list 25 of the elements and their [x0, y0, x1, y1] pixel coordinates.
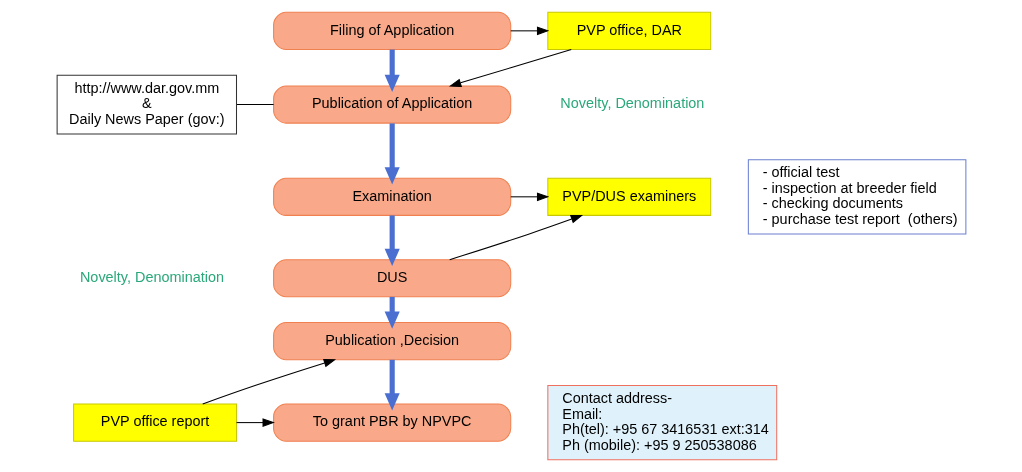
label: Novelty, Denomination [559, 95, 704, 112]
node-box: Filing of Application [272, 11, 511, 50]
node-box: To grant PBR by NPVPC [272, 403, 511, 442]
arrow [509, 192, 549, 202]
node-box: http://www.dar.gov.mm & Daily News Paper (gov:) [56, 74, 237, 135]
label: Novelty, Denomination [79, 269, 224, 286]
node-box: Publication ,Decision [272, 322, 511, 361]
arrow [384, 215, 400, 267]
node-box: PVP office report [72, 403, 237, 442]
node-box: Examination [272, 177, 511, 216]
arrow [235, 418, 275, 427]
connector [235, 104, 274, 106]
node-box: - official test - inspection at breeder field - checking documents - purchase test report (others) [747, 159, 966, 235]
arrow [448, 215, 583, 261]
arrow [448, 48, 572, 87]
node-box: PVP office, DAR [546, 11, 711, 50]
arrow [384, 359, 400, 411]
node-box: DUS [272, 259, 511, 298]
arrow [384, 123, 400, 185]
arrow [384, 49, 400, 92]
node-box: PVP/DUS examiners [546, 177, 711, 216]
node-box: Publication of Application [272, 85, 511, 124]
node-box: Contact address- Email: Ph(tel): +95 67 3416531 ext:314 Ph (mobile): +95 9 250538086 [546, 384, 777, 461]
arrow [509, 26, 549, 36]
arrow [201, 358, 336, 405]
